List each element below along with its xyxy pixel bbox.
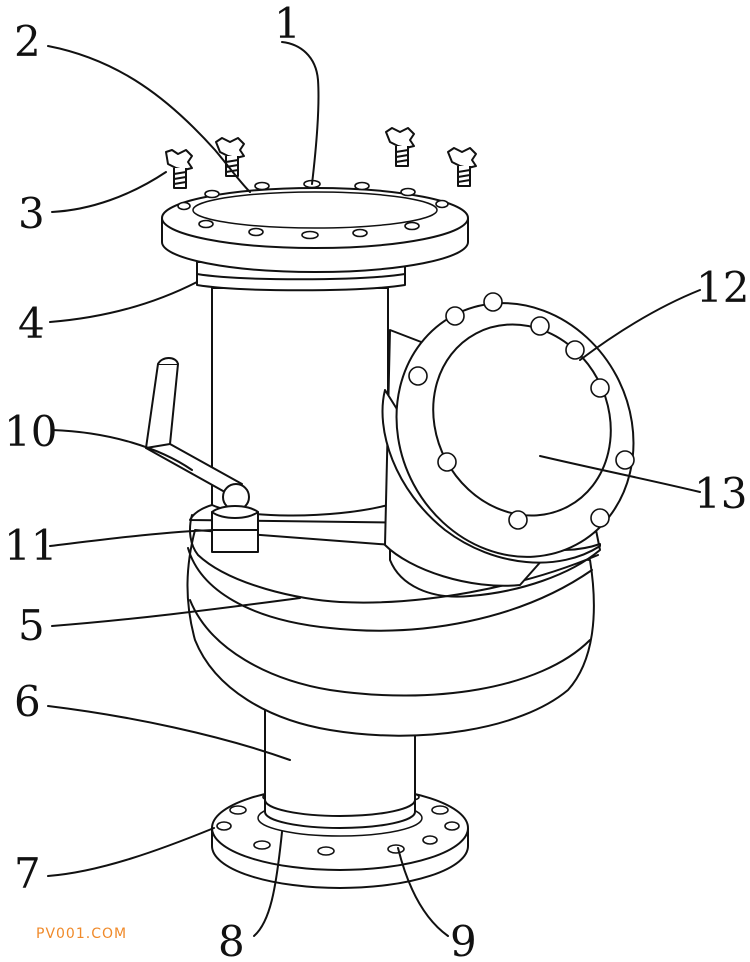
side-flange bbox=[381, 292, 635, 564]
bolt-4 bbox=[447, 147, 477, 187]
callout-5: 5 bbox=[18, 601, 45, 650]
leader-5 bbox=[51, 597, 301, 627]
leader-12 bbox=[579, 289, 701, 361]
callout-1: 1 bbox=[274, 0, 301, 48]
callout-numbers: 1 2 3 4 5 6 7 8 9 10 11 12 13 bbox=[4, 0, 749, 962]
side-flange-bolt-holes bbox=[408, 292, 635, 530]
callout-2: 2 bbox=[14, 17, 41, 66]
callout-10: 10 bbox=[4, 407, 57, 456]
callout-12: 12 bbox=[696, 263, 749, 312]
leader-11 bbox=[49, 529, 215, 547]
callout-11: 11 bbox=[4, 521, 57, 570]
callout-7: 7 bbox=[14, 849, 41, 898]
top-flange bbox=[161, 179, 469, 273]
leader-4 bbox=[49, 281, 198, 323]
callout-13: 13 bbox=[694, 469, 747, 518]
callout-3: 3 bbox=[18, 189, 45, 238]
leader-8 bbox=[253, 831, 283, 937]
bottom-flange-holes bbox=[216, 793, 460, 856]
bolt-3 bbox=[385, 127, 415, 167]
leader-6 bbox=[47, 705, 291, 761]
bolt-1 bbox=[165, 149, 193, 189]
leader-10 bbox=[51, 429, 193, 471]
callout-9: 9 bbox=[450, 917, 477, 962]
handle-block bbox=[211, 505, 259, 553]
watermark-text: PV001.COM bbox=[36, 926, 128, 942]
leader-1 bbox=[281, 41, 320, 185]
callout-6: 6 bbox=[14, 677, 41, 726]
leader-9 bbox=[397, 847, 449, 937]
bolts bbox=[165, 127, 477, 189]
leader-7 bbox=[47, 827, 215, 877]
callout-8: 8 bbox=[218, 917, 245, 962]
leader-13 bbox=[539, 455, 701, 493]
leader-lines bbox=[47, 41, 701, 937]
leader-3 bbox=[51, 171, 167, 213]
callout-4: 4 bbox=[18, 299, 45, 348]
leader-2 bbox=[47, 45, 251, 193]
bolt-2 bbox=[215, 137, 245, 177]
